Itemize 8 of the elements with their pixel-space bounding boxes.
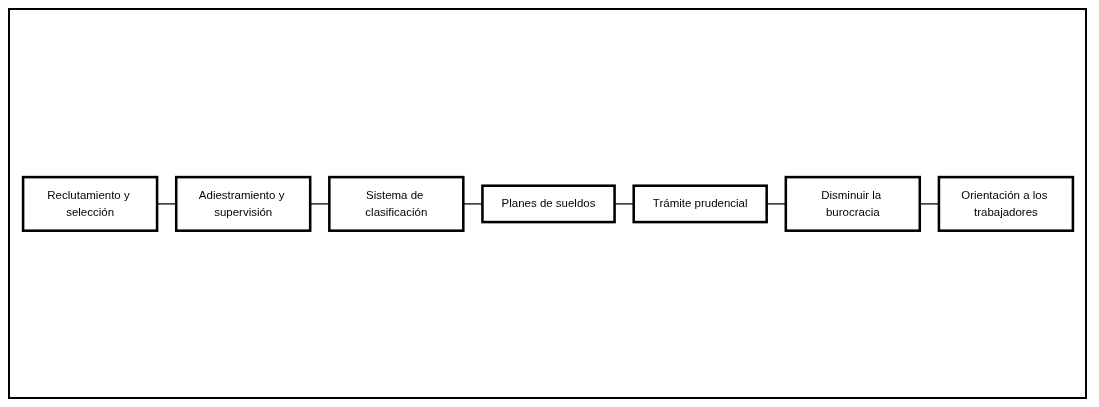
node-box xyxy=(174,175,311,232)
node-box xyxy=(21,175,158,232)
node-box xyxy=(327,175,465,232)
node-box xyxy=(784,175,921,232)
frame-border: Reclutamiento y selección Adiestramiento y supervisión Sistema de clasificación Planes de sueldos Trámite prudencial Disminuir la burocracia Orientación a los trabajadores xyxy=(8,8,1087,399)
node-box xyxy=(937,175,1074,232)
node-box xyxy=(631,184,768,223)
node-box xyxy=(480,184,616,223)
